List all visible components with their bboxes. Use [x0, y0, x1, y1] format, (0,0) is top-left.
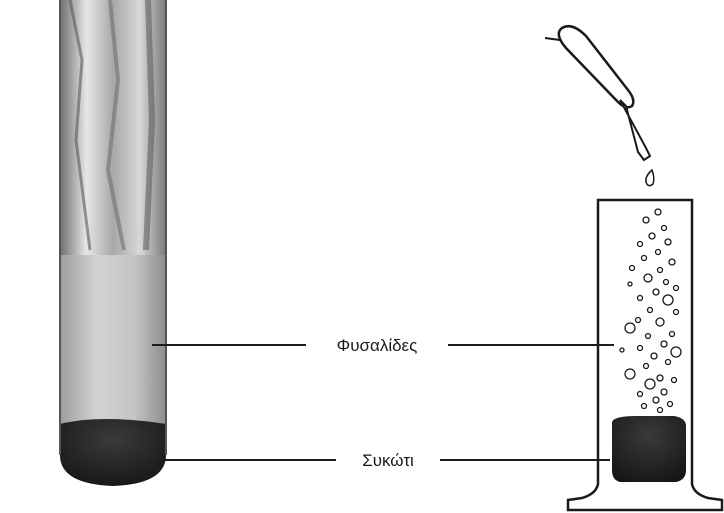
bubble-icon [661, 341, 667, 347]
bubble-icon [644, 274, 652, 282]
bubble-icon [657, 375, 663, 381]
liver-sample-photo [60, 419, 166, 486]
bubble-icon [642, 256, 647, 261]
bubble-icon [662, 226, 667, 231]
bubble-icon [620, 348, 624, 352]
bubble-icon [674, 286, 679, 291]
bubble-icon [669, 259, 675, 265]
bubble-icon [638, 296, 643, 301]
bubble-icon [636, 318, 641, 323]
bubble-icon [642, 404, 647, 409]
bubble-icon [655, 209, 661, 215]
bubble-icon [625, 323, 635, 333]
bubble-icon [668, 402, 673, 407]
bubble-icon [648, 308, 653, 313]
bubble-icon [653, 289, 659, 295]
bubble-icon [670, 332, 675, 337]
bubble-icon [665, 239, 671, 245]
bubble-icon [671, 347, 681, 357]
bubble-icon [661, 389, 667, 395]
bubble-icon [672, 378, 677, 383]
bubble-icon [656, 318, 664, 326]
bubble-icon [649, 233, 655, 239]
bubble-icon [674, 310, 679, 315]
bubble-icon [658, 268, 663, 273]
liver-label: Συκώτι [362, 451, 414, 470]
photo-test-tube [60, 0, 166, 486]
bubble-icon [645, 379, 655, 389]
bubble-icon [664, 280, 669, 285]
bubbles-label: Φυσαλίδες [337, 336, 418, 355]
bubble-icon [663, 295, 673, 305]
bubble-icon [638, 242, 643, 247]
bubble-icon [646, 334, 651, 339]
dropper-icon [545, 26, 654, 185]
bubble-icon [666, 360, 671, 365]
bubble-icon [638, 392, 643, 397]
bubble-icon [651, 353, 657, 359]
bubble-icon [628, 282, 632, 286]
bubble-icon [630, 266, 635, 271]
bubble-icon [643, 217, 649, 223]
cylinder-diagram [568, 200, 722, 510]
bubble-icon [644, 364, 649, 369]
bubble-icon [625, 369, 635, 379]
bubble-icon [656, 250, 661, 255]
bubble-icon [658, 408, 663, 413]
bubble-icon [638, 346, 643, 351]
drop-icon [646, 170, 654, 186]
liver-sample-diagram [612, 416, 686, 482]
bubble-icon [653, 397, 659, 403]
